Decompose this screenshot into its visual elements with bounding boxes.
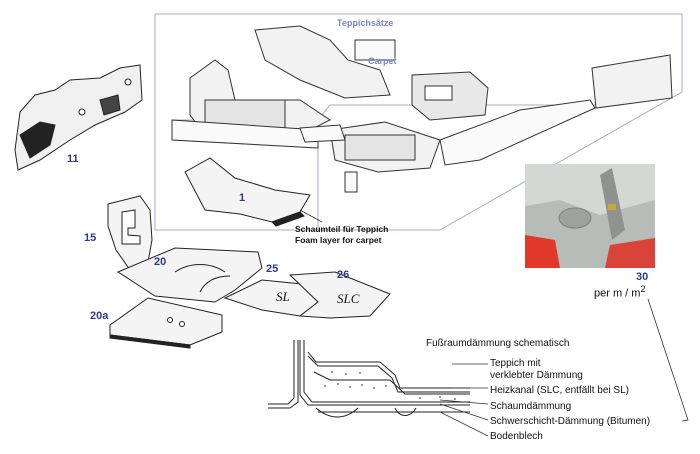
carpet-set-label-de: Teppichsätze <box>337 18 394 28</box>
legend-floor-panel: Bodenblech <box>490 431 543 442</box>
part-26-tunnel-insulation <box>288 271 391 319</box>
foam-leader-line <box>299 209 323 223</box>
variant-mark-slc: SLC <box>337 291 360 306</box>
carpet-set-drawing <box>171 25 673 193</box>
foam-caption-en: Foam layer for carpet <box>295 235 382 245</box>
part-15-side-panel <box>107 195 153 271</box>
schematic-leader-lines <box>439 363 489 437</box>
part-30-photo <box>525 164 655 268</box>
unit-label: per m / m2 <box>594 284 645 300</box>
legend-heating-duct: Heizkanal (SLC, entfällt bei SL) <box>490 385 629 396</box>
legend-carpet-line1: Teppich mit <box>490 358 541 369</box>
part-number-20: 20 <box>154 256 167 268</box>
unit-label-exponent: 2 <box>640 284 646 294</box>
schematic-cross-section <box>268 340 470 418</box>
part-20-floor-insulation <box>116 247 263 303</box>
part-1-foam-layer <box>184 157 311 227</box>
part-number-26: 26 <box>337 269 350 281</box>
legend-carpet-line2: verklebter Dämmung <box>490 370 583 381</box>
part-number-30: 30 <box>636 271 649 283</box>
part-number-25: 25 <box>266 263 279 275</box>
part-number-11: 11 <box>67 153 79 165</box>
legend-bitumen-insulation: Schwerschicht-Dämmung (Bitumen) <box>490 416 651 427</box>
schematic-title: Fußraumdämmung schematisch <box>426 338 570 349</box>
foam-caption-de: Schaumteil für Teppich <box>295 224 389 234</box>
part-20a-bitumen-mat <box>109 297 223 349</box>
part-number-15: 15 <box>84 232 97 244</box>
carpet-set-label-en: Carpet <box>368 56 397 66</box>
part-30-leader-line <box>647 298 689 422</box>
legend-foam-insulation: Schaumdämmung <box>490 401 572 412</box>
part-number-20a: 20a <box>90 310 109 322</box>
foam-caption: Schaumteil für Teppich Foam layer for ca… <box>295 224 388 246</box>
part-number-1: 1 <box>239 192 246 204</box>
variant-mark-sl: SL <box>276 289 290 304</box>
unit-label-prefix: per m / m <box>594 287 641 300</box>
part-11-firewall-insulation <box>14 64 143 171</box>
schematic-foam-dots <box>324 371 456 400</box>
